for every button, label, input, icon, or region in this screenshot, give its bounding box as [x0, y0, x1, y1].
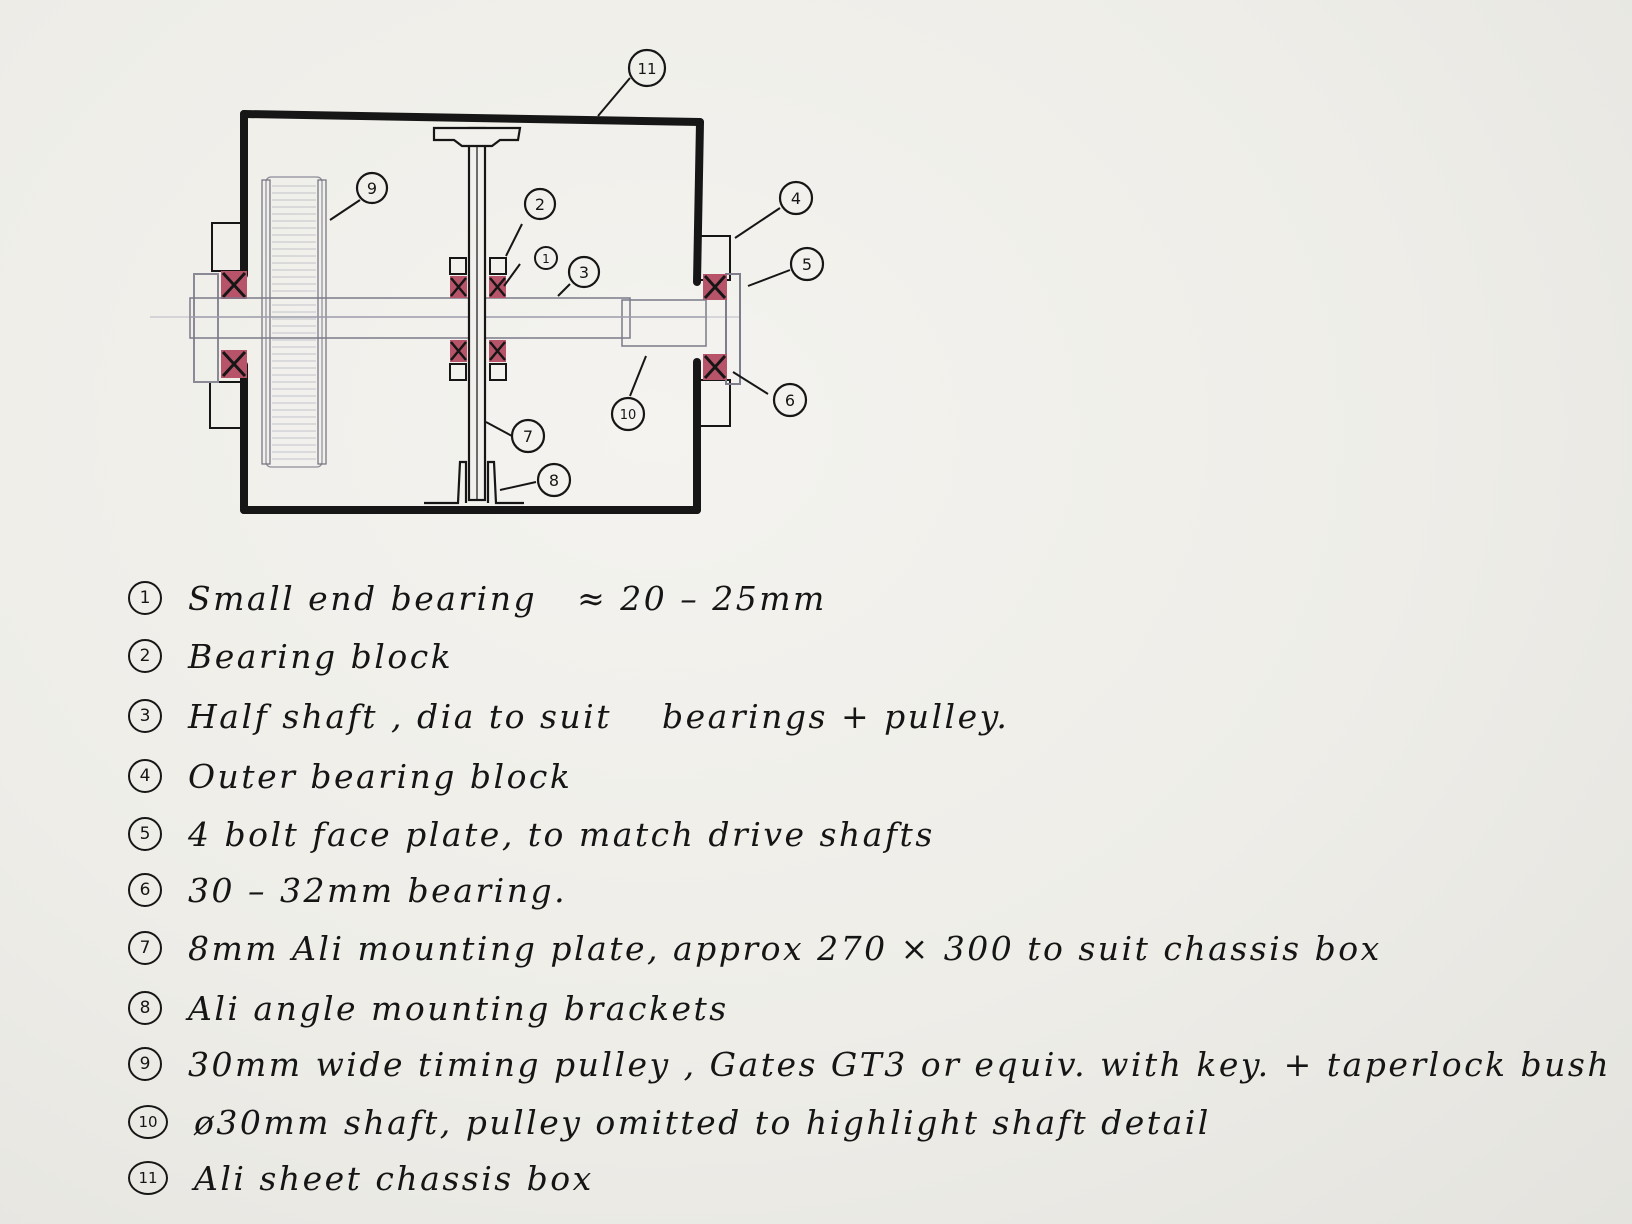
callout-7-number: 7 — [523, 427, 533, 446]
legend-item-4: 4 Outer bearing block — [128, 748, 572, 804]
face-plate — [725, 273, 741, 385]
legend-item-1: 1 Small end bearing ≈ 20 – 25mm — [128, 570, 827, 626]
callout-9-number: 9 — [367, 179, 377, 198]
callout-8-number: 8 — [549, 471, 559, 490]
legend-label: Half shaft , dia to suit — [188, 696, 612, 736]
legend-label: Ali angle mounting brackets — [188, 988, 729, 1028]
legend-number: 5 — [128, 817, 162, 851]
bearing-left-upper — [221, 271, 247, 299]
legend-number: 4 — [128, 759, 162, 793]
callout-8: 8 — [536, 462, 572, 498]
legend-item-9: 9 30mm wide timing pulley , Gates GT3 or… — [128, 1036, 1611, 1092]
legend-number: 7 — [128, 931, 162, 965]
legend-label: ø30mm shaft, pulley omitted to highlight… — [194, 1102, 1211, 1142]
legend-item-7: 7 8mm Ali mounting plate, approx 270 × 3… — [128, 920, 1382, 976]
callout-10: 10 — [610, 396, 646, 432]
callout-4: 4 — [778, 180, 814, 216]
callout-3: 3 — [567, 255, 601, 289]
callout-4-number: 4 — [791, 189, 801, 208]
legend-item-2: 2 Bearing block — [128, 628, 453, 684]
callout-5-number: 5 — [802, 255, 812, 274]
legend-item-8: 8 Ali angle mounting brackets — [128, 980, 729, 1036]
legend-label: 30 – 32mm bearing. — [188, 870, 568, 910]
callout-1-number: 1 — [542, 252, 550, 266]
callout-6: 6 — [772, 382, 808, 418]
legend-note: ≈ 20 – 25mm — [577, 578, 827, 618]
legend-number: 10 — [128, 1105, 168, 1139]
bearing-right-lower — [703, 354, 727, 380]
legend-number: 3 — [128, 699, 162, 733]
mechanical-diagram: 11 9 2 1 3 4 5 6 10 7 8 — [150, 48, 825, 514]
mounting-plate — [432, 126, 522, 502]
legend-number: 1 — [128, 581, 162, 615]
small-end-bearings — [450, 276, 506, 362]
bearing-block — [449, 257, 507, 381]
callout-11: 11 — [627, 48, 667, 88]
legend-number: 9 — [128, 1047, 162, 1081]
legend-item-3: 3 Half shaft , dia to suit bearings + pu… — [128, 688, 1009, 744]
legend-label: Small end bearing — [188, 578, 538, 618]
callout-11-number: 11 — [637, 60, 656, 78]
bearing-left-lower — [221, 350, 247, 378]
angle-brackets — [424, 460, 524, 505]
leader-lines — [329, 77, 791, 491]
legend-label: 8mm Ali mounting plate, approx 270 × 300… — [188, 928, 1382, 968]
legend-number: 6 — [128, 873, 162, 907]
bearing-right-upper — [703, 274, 727, 300]
legend-item-10: 10 ø30mm shaft, pulley omitted to highli… — [128, 1094, 1211, 1150]
left-bearing-block — [193, 222, 245, 429]
legend-item-5: 5 4 bolt face plate, to match drive shaf… — [128, 806, 935, 862]
callout-1: 1 — [534, 246, 558, 270]
legend-label: 30mm wide timing pulley , Gates GT3 or e… — [188, 1044, 1612, 1084]
legend-number: 2 — [128, 639, 162, 673]
legend-note: bearings + pulley. — [661, 696, 1010, 736]
legend-label: 4 bolt face plate, to match drive shafts — [188, 814, 935, 854]
callout-3-number: 3 — [579, 263, 589, 282]
callout-6-number: 6 — [785, 391, 795, 410]
callout-9: 9 — [355, 171, 389, 205]
legend-label: Ali sheet chassis box — [194, 1158, 594, 1198]
main-shaft — [189, 297, 707, 347]
callout-7: 7 — [510, 418, 546, 454]
legend-label: Bearing block — [188, 636, 454, 676]
legend-item-6: 6 30 – 32mm bearing. — [128, 862, 567, 918]
callout-2: 2 — [523, 187, 557, 221]
legend-item-11: 11 Ali sheet chassis box — [128, 1150, 594, 1206]
legend-label: Outer bearing block — [188, 756, 573, 796]
callout-5: 5 — [789, 246, 825, 282]
legend-number: 11 — [128, 1161, 168, 1195]
timing-pulley — [261, 176, 327, 468]
legend-number: 8 — [128, 991, 162, 1025]
callout-10-number: 10 — [620, 408, 637, 423]
callout-2-number: 2 — [535, 195, 545, 214]
